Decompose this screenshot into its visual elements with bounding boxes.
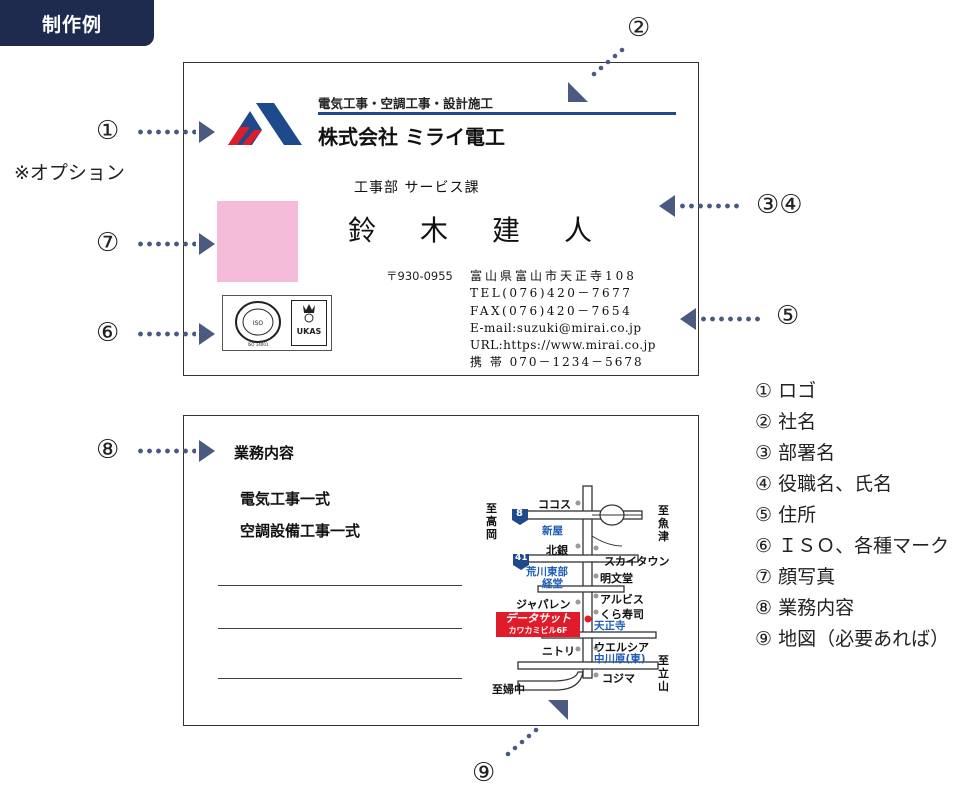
callout-dots-7 [136, 241, 196, 247]
callout-number-9: ⑨ [472, 758, 496, 788]
route-8-shield: 8 [516, 508, 523, 519]
address-text: 富山県富山市天正寺108 [470, 269, 637, 283]
business-item: 電気工事一式 [240, 490, 331, 508]
callout-number-5: ⑤ [776, 301, 800, 331]
datasat-sub: カワカミビル6F [508, 626, 568, 635]
tel-text: TEL(076)420－7677 [470, 286, 633, 301]
blank-line [218, 585, 462, 586]
legend-item: ⑥ ＩＳＯ、各種マーク [755, 535, 950, 557]
map-label-to-uozu: 至魚津 [658, 504, 669, 543]
photo-placeholder [217, 201, 298, 282]
department-label: 工事部 サービス課 [354, 180, 480, 196]
blank-line [218, 678, 462, 679]
map-label-nakagawara: 中川原(東) [594, 653, 646, 665]
contact-block: 富山県富山市天正寺108 TEL(076)420－7677 FAX(076)42… [470, 268, 656, 372]
map-label-kojima: コジマ [602, 672, 635, 685]
map-label-to-takaoka: 至高岡 [486, 502, 497, 541]
map-label-skytown: スカイタウン [604, 555, 670, 568]
example-badge: 制作例 [0, 0, 154, 46]
map-roads [512, 485, 659, 691]
access-map: 8 41 ココス 至高岡 至魚津 新屋 北銀 スカイタウン 荒川東部 経堂 明文… [472, 476, 698, 716]
legend-item: ③ 部署名 [755, 442, 836, 464]
callout-number-7: ⑦ [96, 228, 120, 258]
svg-text:ISO: ISO [253, 320, 264, 327]
ukas-mark: UKAS [291, 300, 327, 346]
option-note: ※オプション [14, 162, 125, 184]
datasat-name: データサット [505, 612, 571, 625]
legend-item: ① ロゴ [755, 380, 817, 402]
business-item: 空調設備工事一式 [240, 522, 361, 540]
map-label-tenshoji: 天正寺 [594, 620, 626, 632]
map-label-nitori: ニトリ [542, 645, 575, 658]
company-name: 株式会社 ミライ電工 [318, 125, 505, 149]
callout-number-1: ① [96, 116, 120, 146]
ukas-text: UKAS [296, 327, 322, 336]
blank-line [218, 628, 462, 629]
postal-code: 〒930-0955 [386, 269, 453, 283]
company-rule [318, 112, 676, 115]
iso-marks: ISO ISO 14001 UKAS [222, 295, 332, 351]
map-label-arakawa: 荒川東部 [526, 566, 568, 578]
map-label-kitaginn: 北銀 [546, 544, 568, 557]
arrow-right-icon [199, 233, 215, 255]
business-card-front: 電気工事・空調工事・設計施工 株式会社 ミライ電工 工事部 サービス課 鈴 木 … [183, 62, 699, 376]
arrow-diagonal-icon [505, 700, 568, 757]
arrow-right-icon [199, 323, 215, 345]
callout-dots-34 [678, 203, 740, 209]
arrow-diagonal-icon [568, 47, 625, 102]
business-content-title: 業務内容 [234, 444, 295, 462]
map-label-costco: ココス [538, 498, 571, 511]
fax-text: FAX(076)420－7654 [470, 303, 633, 318]
callout-number-2: ② [627, 13, 651, 43]
legend-item: ④ 役職名、氏名 [755, 473, 893, 495]
callout-number-8: ⑧ [96, 435, 120, 465]
map-label-kura: くら寿司 [600, 608, 644, 621]
email-text: E-mail:suzuki@mirai.co.jp [470, 320, 642, 335]
legend-item: ② 社名 [755, 411, 817, 433]
arrow-left-icon [680, 308, 696, 330]
map-label-keido: 経堂 [542, 578, 563, 590]
callout-number-34: ③④ [756, 190, 803, 220]
route-41-shield: 41 [515, 553, 528, 563]
arrow-left-icon [659, 195, 675, 217]
url-text: URL:https://www.mirai.co.jp [470, 338, 656, 353]
callout-dots-1 [136, 129, 196, 135]
company-logo-icon [228, 103, 302, 145]
map-label-to-fuchu: 至婦中 [492, 683, 525, 696]
crown-check-icon [303, 304, 315, 323]
map-label-shinya: 新屋 [542, 525, 563, 537]
map-label-meibundo: 明文堂 [600, 572, 633, 585]
legend-item: ⑨ 地図（必要あれば） [755, 628, 950, 650]
arrow-right-icon [199, 440, 215, 462]
datasat-marker: データサット カワカミビル6F [496, 612, 580, 637]
company-tagline: 電気工事・空調工事・設計施工 [318, 96, 494, 111]
callout-dots-8 [136, 448, 196, 454]
map-label-albis: アルビス [600, 593, 644, 606]
callout-number-6: ⑥ [96, 318, 120, 348]
map-label-japalen: ジャパレン [516, 598, 571, 611]
legend-item: ⑤ 住所 [755, 504, 817, 526]
person-name: 鈴 木 建 人 [348, 214, 601, 247]
legend-item: ⑦ 顔写真 [755, 566, 836, 588]
svg-text:ISO 14001: ISO 14001 [248, 342, 269, 347]
callout-dots-5 [699, 316, 761, 322]
legend: ① ロゴ ② 社名 ③ 部署名 ④ 役職名、氏名 ⑤ 住所 ⑥ ＩＳＯ、各種マー… [755, 376, 977, 655]
map-label-welcia: ウエルシア [594, 641, 649, 654]
callout-dots-6 [136, 331, 196, 337]
map-label-to-tateyama: 至立山 [658, 654, 669, 693]
arrow-right-icon [199, 121, 215, 143]
legend-item: ⑧ 業務内容 [755, 597, 855, 619]
mobile-text: 携 帯 070－1234－5678 [470, 355, 644, 370]
business-card-back: 業務内容 電気工事一式 空調設備工事一式 [183, 415, 699, 726]
iso-seal-icon: ISO ISO 14001 [235, 301, 281, 347]
